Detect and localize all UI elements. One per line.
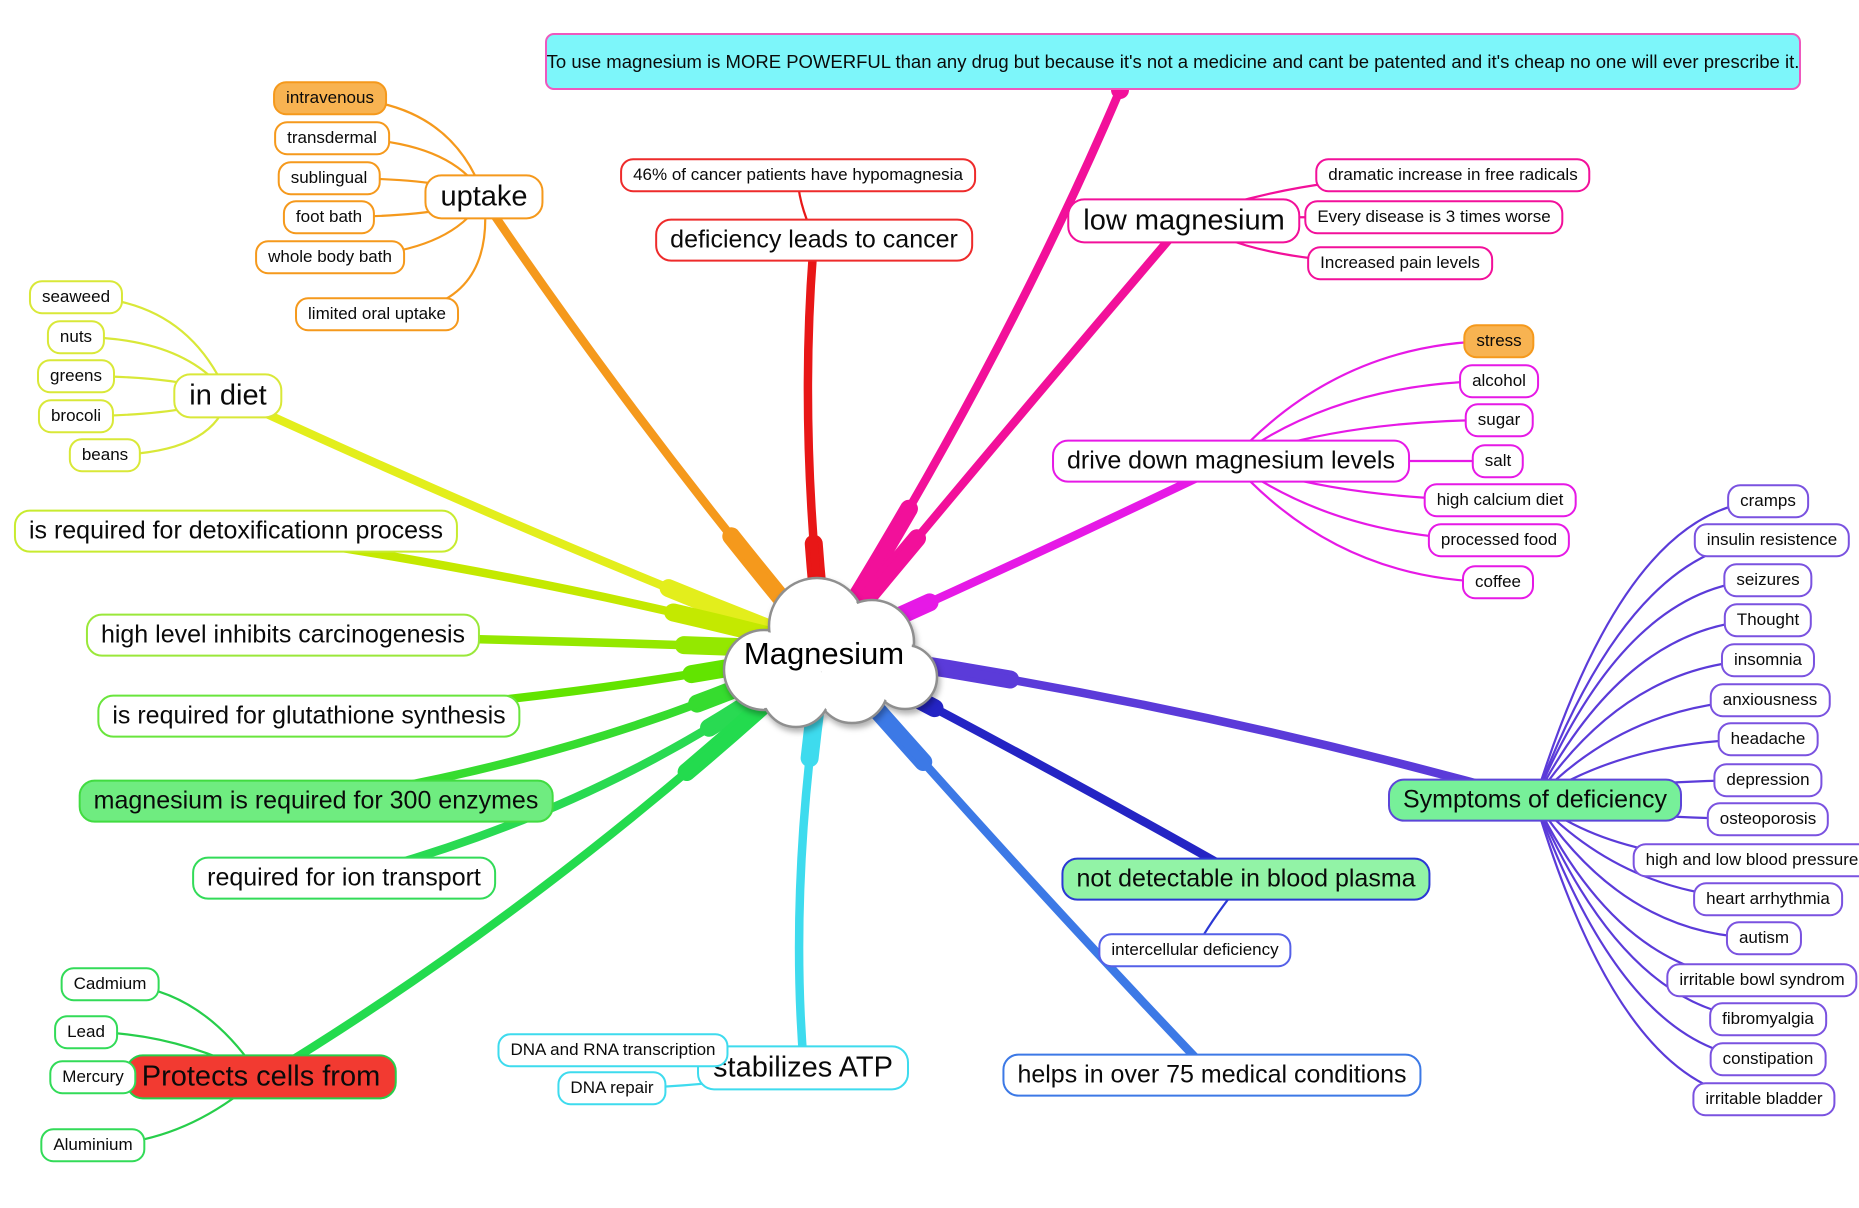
node-limited-oral-uptake[interactable]: limited oral uptake — [295, 297, 459, 331]
node-glutathione[interactable]: is required for glutathione synthesis — [97, 694, 521, 738]
node-irritable-bowl[interactable]: irritable bowl syndrom — [1666, 963, 1858, 997]
node-symptoms[interactable]: Symptoms of deficiency — [1388, 778, 1682, 822]
node-alcohol[interactable]: alcohol — [1459, 364, 1539, 398]
node-disease-worse[interactable]: Every disease is 3 times worse — [1304, 200, 1564, 234]
node-constipation[interactable]: constipation — [1709, 1042, 1827, 1076]
node-intravenous[interactable]: intravenous — [273, 81, 387, 115]
node-sugar[interactable]: sugar — [1464, 403, 1534, 437]
node-nuts[interactable]: nuts — [46, 320, 106, 354]
node-osteoporosis[interactable]: osteoporosis — [1706, 802, 1830, 836]
edge-banner — [819, 85, 1125, 655]
node-fibromyalgia[interactable]: fibromyalgia — [1709, 1002, 1827, 1036]
node-foot-bath[interactable]: foot bath — [282, 200, 376, 234]
node-cadmium[interactable]: Cadmium — [60, 967, 160, 1001]
node-blood-plasma[interactable]: not detectable in blood plasma — [1061, 857, 1431, 901]
node-sublingual[interactable]: sublingual — [277, 161, 381, 195]
center-topic-label[interactable]: Magnesium — [743, 636, 905, 671]
node-autism[interactable]: autism — [1725, 921, 1803, 955]
node-detox[interactable]: is required for detoxificationn process — [13, 509, 459, 553]
node-brocoli[interactable]: brocoli — [37, 399, 115, 433]
node-processed-food[interactable]: processed food — [1427, 523, 1571, 557]
node-mercury[interactable]: Mercury — [49, 1060, 137, 1094]
node-uptake[interactable]: uptake — [424, 174, 544, 220]
node-cramps[interactable]: cramps — [1727, 484, 1809, 518]
node-free-radicals[interactable]: dramatic increase in free radicals — [1315, 158, 1591, 192]
node-greens[interactable]: greens — [37, 359, 115, 393]
node-deficiency-cancer[interactable]: deficiency leads to cancer — [655, 218, 973, 262]
node-carcinogenesis[interactable]: high level inhibits carcinogenesis — [85, 613, 481, 657]
edge-lowmag — [819, 217, 1189, 655]
node-insulin-resistence[interactable]: insulin resistence — [1693, 523, 1851, 557]
node-headache[interactable]: headache — [1717, 722, 1819, 756]
node-irritable-bladder[interactable]: irritable bladder — [1692, 1082, 1836, 1116]
edge-medical — [819, 645, 1217, 1080]
node-beans[interactable]: beans — [68, 438, 142, 472]
banner-note[interactable]: To use magnesium is MORE POWERFUL than a… — [545, 33, 1801, 90]
center-cloud[interactable] — [696, 562, 952, 738]
node-hypomagnesia-stat[interactable]: 46% of cancer patients have hypomagnesia — [620, 158, 976, 192]
node-dna-rna-transcription[interactable]: DNA and RNA transcription — [497, 1033, 729, 1067]
edge-uptake — [479, 195, 829, 655]
node-in-diet[interactable]: in diet — [173, 373, 283, 419]
edge — [1229, 459, 1500, 584]
node-stabilizes-atp[interactable]: stabilizes ATP — [697, 1045, 909, 1091]
node-insomnia[interactable]: insomnia — [1720, 643, 1816, 677]
node-drive-down[interactable]: drive down magnesium levels — [1052, 439, 1410, 483]
node-whole-body-bath[interactable]: whole body bath — [255, 240, 405, 274]
node-seizures[interactable]: seizures — [1723, 563, 1813, 597]
edge — [1229, 339, 1501, 463]
node-ion-transport[interactable]: required for ion transport — [192, 856, 496, 900]
node-thought[interactable]: Thought — [1723, 603, 1813, 637]
node-heart-arrhythmia[interactable]: heart arrhythmia — [1693, 882, 1843, 916]
node-300-enzymes[interactable]: magnesium is required for 300 enzymes — [78, 779, 554, 823]
node-pain-levels[interactable]: Increased pain levels — [1307, 246, 1493, 280]
node-intercellular[interactable]: intercellular deficiency — [1098, 933, 1292, 967]
node-blood-pressure[interactable]: high and low blood pressure — [1632, 843, 1859, 877]
edge-indiet — [227, 393, 829, 655]
node-low-magnesium[interactable]: low magnesium — [1067, 198, 1301, 244]
node-high-calcium-diet[interactable]: high calcium diet — [1423, 483, 1577, 517]
node-coffee[interactable]: coffee — [1461, 565, 1535, 599]
node-protects-cells[interactable]: Protects cells from — [125, 1054, 397, 1100]
node-anxiousness[interactable]: anxiousness — [1709, 683, 1831, 717]
node-dna-repair[interactable]: DNA repair — [557, 1071, 667, 1105]
edge-protects — [258, 645, 829, 1083]
node-salt[interactable]: salt — [1471, 444, 1525, 478]
node-transdermal[interactable]: transdermal — [274, 121, 390, 155]
node-seaweed[interactable]: seaweed — [28, 280, 124, 314]
node-lead[interactable]: Lead — [54, 1015, 118, 1049]
node-aluminium[interactable]: Aluminium — [40, 1128, 146, 1162]
node-stress[interactable]: stress — [1463, 324, 1535, 358]
node-75-conditions[interactable]: helps in over 75 medical conditions — [1002, 1053, 1422, 1097]
node-depression[interactable]: depression — [1713, 763, 1823, 797]
